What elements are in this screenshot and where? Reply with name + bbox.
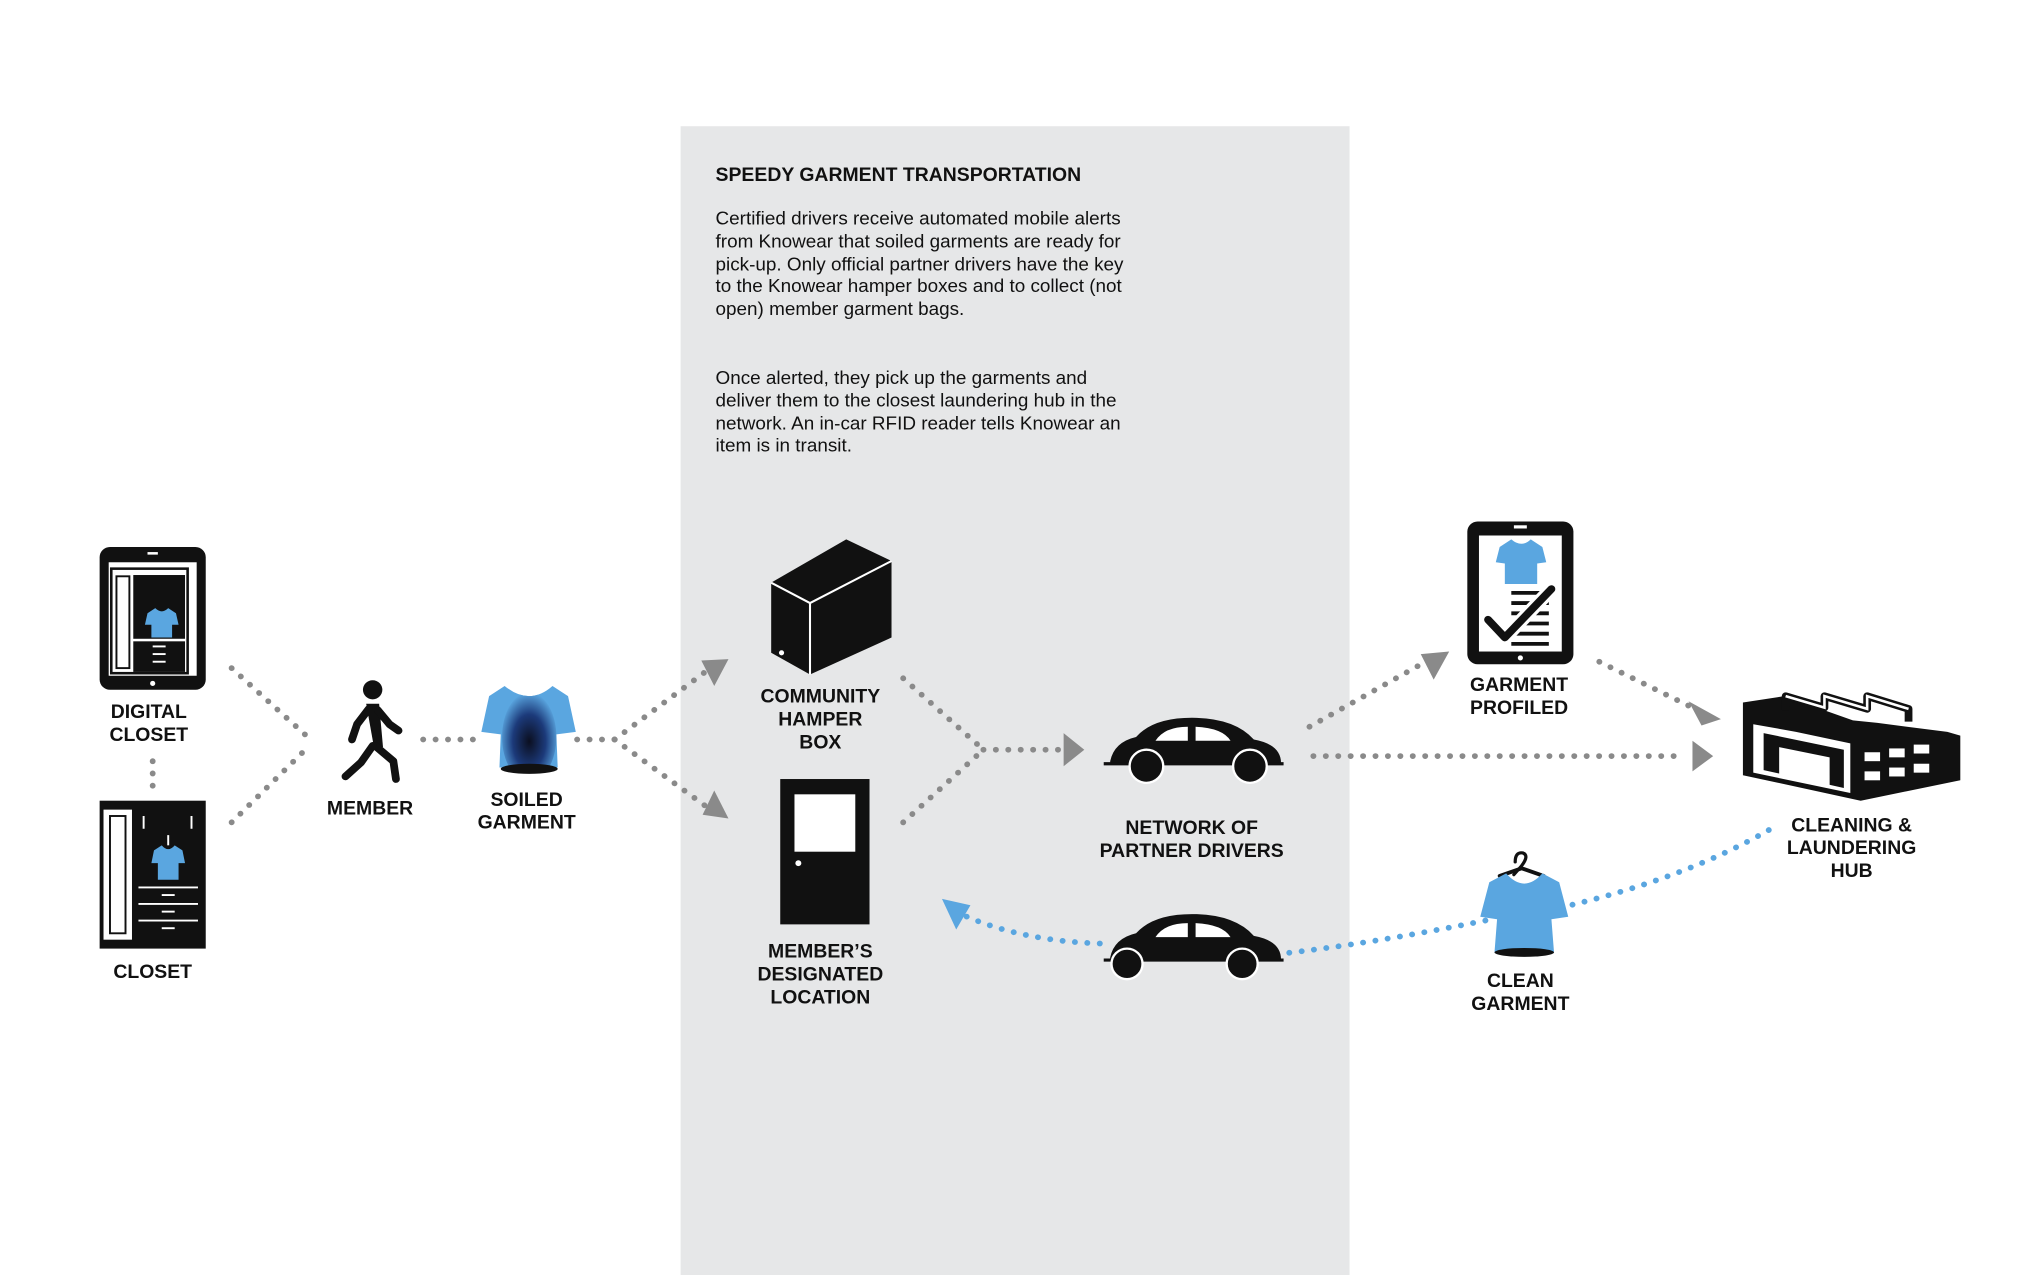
car-icon <box>1103 914 1284 981</box>
label-designated-location: MEMBER’S DESIGNATED LOCATION <box>757 940 884 1009</box>
panel-paragraph-1: Certified drivers receive automated mobi… <box>715 209 1124 321</box>
door-icon <box>780 779 870 925</box>
box-icon <box>770 539 892 675</box>
gray-arrowheads <box>701 651 1721 819</box>
checklist-tablet-icon <box>1467 521 1574 665</box>
label-digital-closet: DIGITAL CLOSET <box>109 701 189 746</box>
car-icon <box>1103 717 1284 784</box>
walking-person-icon <box>341 680 403 783</box>
panel-paragraph-2: Once alerted, they pick up the garments … <box>715 368 1121 457</box>
gray-flow-lines <box>149 658 1698 826</box>
tablet-icon <box>99 546 206 690</box>
label-community-hamper-box: COMMUNITY HAMPER BOX <box>760 685 881 754</box>
panel-title: SPEEDY GARMENT TRANSPORTATION <box>715 164 1082 187</box>
blue-arrowhead <box>941 898 971 930</box>
hanger-shirt-icon <box>1480 851 1569 957</box>
label-closet: CLOSET <box>113 961 193 984</box>
blue-flow-lines <box>961 827 1772 957</box>
wardrobe-icon <box>99 800 206 949</box>
label-partner-drivers: NETWORK OF PARTNER DRIVERS <box>1099 817 1284 862</box>
label-member: MEMBER <box>326 798 414 820</box>
shirt-icon <box>481 685 576 774</box>
factory-icon <box>1742 692 1961 801</box>
label-garment-profiled: GARMENT PROFILED <box>1470 674 1569 720</box>
transport-panel <box>680 126 1350 1275</box>
label-clean-garment: CLEAN GARMENT <box>1471 970 1570 1015</box>
label-soiled-garment: SOILED GARMENT <box>477 789 576 834</box>
label-cleaning-hub: CLEANING & LAUNDERING HUB <box>1786 814 1917 883</box>
